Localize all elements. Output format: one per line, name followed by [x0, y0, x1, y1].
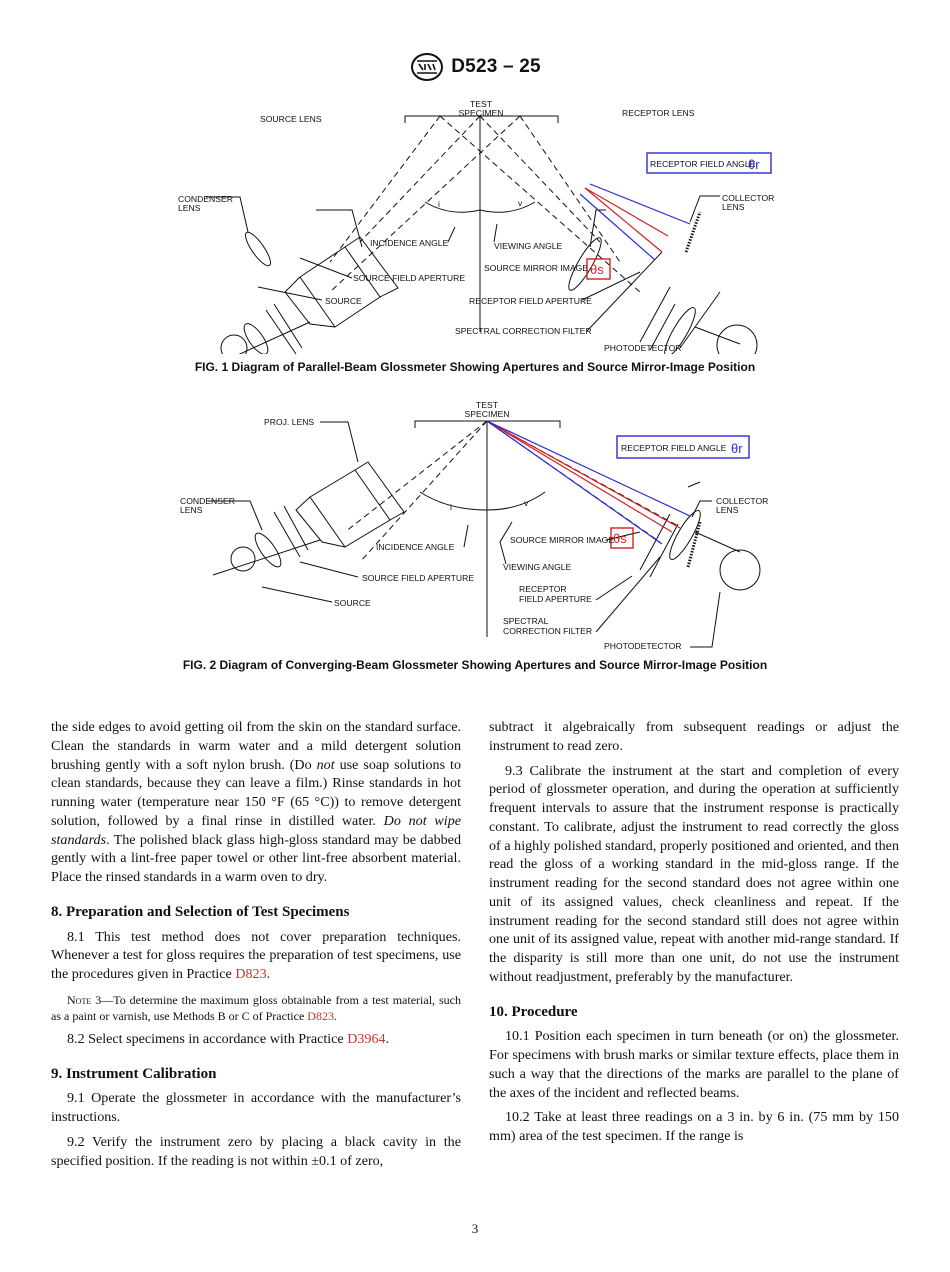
label-condenser: CONDENSER [178, 194, 233, 204]
astm-logo-icon [411, 53, 444, 81]
label-condenser-lens: LENS [178, 203, 201, 213]
note-3: Note 3—To determine the maximum gloss ob… [51, 992, 462, 1023]
label-source-mirror-image: SOURCE MIRROR IMAGE [484, 263, 588, 273]
figure-2-diagram: TEST SPECIMEN PROJ. LENS RECEPTOR FIELD … [180, 400, 768, 651]
label-test: TEST [470, 99, 493, 109]
figure-2: TEST SPECIMEN PROJ. LENS RECEPTOR FIELD … [0, 392, 950, 654]
label-receptor-field-angle: RECEPTOR FIELD ANGLE [621, 443, 727, 453]
label-incidence-angle: INCIDENCE ANGLE [370, 238, 449, 248]
label-viewing-angle: VIEWING ANGLE [494, 241, 563, 251]
label-incidence-angle: INCIDENCE ANGLE [376, 542, 455, 552]
right-column: subtract it algebraically from subsequen… [489, 718, 899, 1152]
label-correction-filter: CORRECTION FILTER [503, 626, 592, 636]
label-condenser: CONDENSER [180, 496, 235, 506]
link-d3964[interactable]: D3964 [347, 1030, 386, 1047]
paragraph-9-1: 9.1 Operate the glossmeter in accordance… [51, 1090, 461, 1125]
label-theta-r: θr [731, 441, 743, 456]
label-source-field-aperture: SOURCE FIELD APERTURE [362, 573, 474, 583]
paragraph-9-2: 9.2 Verify the instrument zero by placin… [51, 1133, 461, 1169]
label-receptor-field-angle: RECEPTOR FIELD ANGLE [650, 159, 756, 169]
label-theta-r: θr [748, 157, 760, 172]
figure-1-caption: FIG. 1 Diagram of Parallel-Beam Glossmet… [194, 360, 756, 374]
label-photodetector: PHOTODETECTOR [604, 343, 682, 353]
label-source: SOURCE [334, 598, 371, 608]
label-receptor-field-aperture: RECEPTOR FIELD APERTURE [469, 296, 592, 306]
label-receptor: RECEPTOR [519, 584, 567, 594]
label-theta-s: θs [613, 531, 627, 546]
link-d823[interactable]: D823 [235, 966, 267, 982]
paragraph-10-1: 10.1 Position each specimen in turn bene… [489, 1028, 899, 1101]
label-specimen: SPECIMEN [465, 409, 510, 419]
paragraph-8-2: 8.2 Select specimens in accordance with … [67, 1030, 390, 1047]
paragraph-10-2: 10.2 Take at least three readings on a 3… [489, 1109, 899, 1144]
label-collector-lens: LENS [722, 202, 745, 212]
label-v: v [518, 198, 523, 208]
label-spectral-correction-filter: SPECTRAL CORRECTION FILTER [455, 326, 592, 336]
label-viewing-angle: VIEWING ANGLE [503, 562, 572, 572]
label-receptor-lens: RECEPTOR LENS [622, 108, 695, 118]
label-condenser-lens: LENS [180, 505, 203, 515]
label-i: i [438, 199, 440, 209]
label-field-aperture: FIELD APERTURE [519, 594, 592, 604]
label-source-field-aperture: SOURCE FIELD APERTURE [353, 273, 465, 283]
section-9-heading: 9. Instrument Calibration [51, 1065, 217, 1082]
label-test: TEST [476, 400, 499, 410]
label-collector: COLLECTOR [716, 496, 768, 506]
figure-1: TEST SPECIMEN SOURCE LENS RECEPTOR LENS … [0, 92, 950, 354]
figure-1-diagram: TEST SPECIMEN SOURCE LENS RECEPTOR LENS … [178, 99, 774, 354]
page-header: D523 – 25 [0, 52, 950, 82]
left-column: the side edges to avoid getting oil from… [51, 718, 461, 1176]
document-code: D523 – 25 [451, 56, 541, 77]
paragraph-9-2-continued: subtract it algebraically from subsequen… [489, 719, 899, 754]
paragraph-9-3: 9.3 Calibrate the instrument at the star… [489, 762, 899, 985]
label-specimen: SPECIMEN [459, 108, 504, 118]
label-collector-lens: LENS [716, 505, 739, 515]
label-collector: COLLECTOR [722, 193, 774, 203]
link-d823-note[interactable]: D823 [307, 1008, 334, 1023]
label-source-lens: SOURCE LENS [260, 114, 322, 124]
paragraph-cleaning: the side edges to avoid getting oil from… [51, 719, 461, 885]
section-10-heading: 10. Procedure [489, 1003, 578, 1020]
label-i: i [450, 502, 452, 512]
label-v: v [524, 498, 529, 508]
label-spectral: SPECTRAL [503, 616, 549, 626]
label-source-mirror-image: SOURCE MIRROR IMAGE [510, 535, 614, 545]
label-proj-lens: PROJ. LENS [264, 417, 314, 427]
label-source: SOURCE [325, 296, 362, 306]
figure-2-caption: FIG. 2 Diagram of Converging-Beam Glossm… [182, 658, 768, 672]
label-theta-s: θs [590, 262, 604, 277]
label-photodetector: PHOTODETECTOR [604, 641, 682, 651]
paragraph-8-1: 8.1 This test method does not cover prep… [51, 928, 461, 983]
section-8-heading: 8. Preparation and Selection of Test Spe… [51, 903, 350, 920]
page-number: 3 [471, 1221, 479, 1236]
